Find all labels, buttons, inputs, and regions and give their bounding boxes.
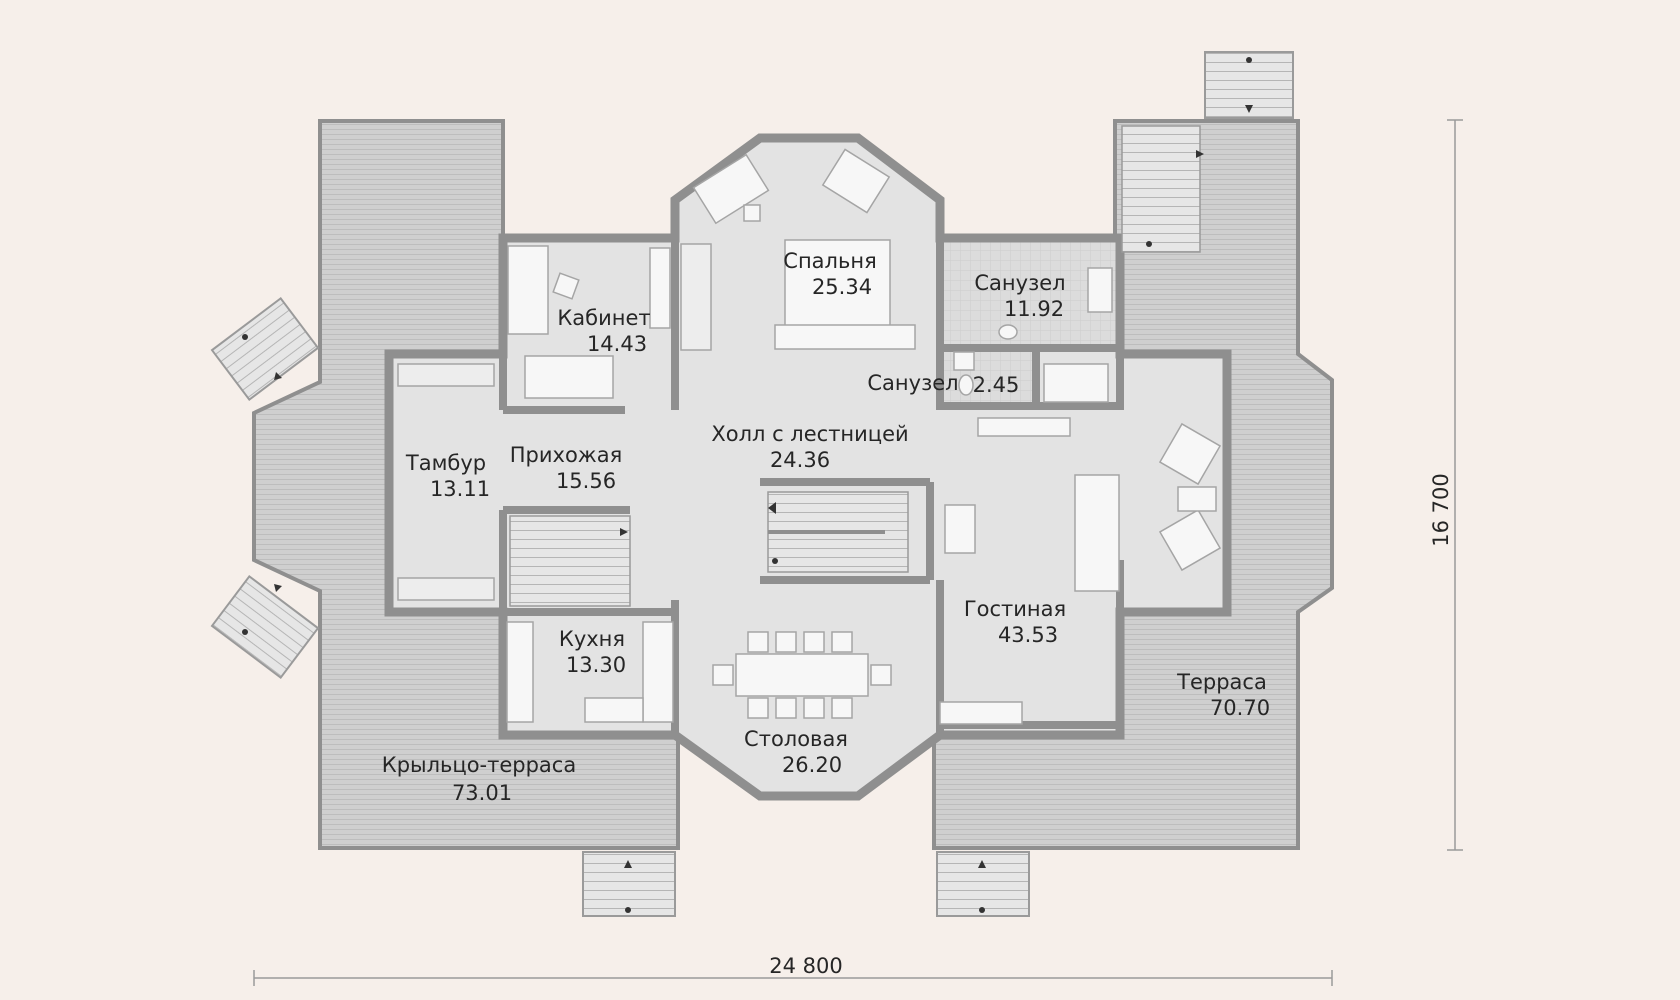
kitchen-name: Кухня (559, 627, 625, 651)
room-labels: Спальня 25.34 Кабинет 14.43 Санузел 11.9… (382, 249, 1453, 978)
bath-big-name: Санузел (974, 271, 1065, 295)
furniture (397, 148, 1222, 725)
entry-name: Прихожая (510, 443, 622, 467)
interior-walls (389, 238, 1124, 735)
bedroom-area: 25.34 (812, 275, 872, 299)
study-name: Кабинет (557, 306, 650, 330)
bath-small-area: 2.45 (973, 373, 1020, 397)
living-area: 43.53 (998, 623, 1058, 647)
dimension-lines (253, 119, 1463, 986)
study-area: 14.43 (587, 332, 647, 356)
steps-left-lower (210, 574, 320, 680)
dining-table (735, 653, 869, 697)
steps-bottom-left (582, 851, 676, 917)
dining-area: 26.20 (782, 753, 842, 777)
living-name: Гостиная (964, 597, 1066, 621)
height-dimension: 16 700 (1429, 473, 1453, 546)
terrace-name: Терраса (1176, 670, 1267, 694)
bath-small-name: Санузел (867, 371, 958, 395)
hall-area: 24.36 (770, 448, 830, 472)
vestibule-area: 13.11 (430, 477, 490, 501)
bedroom-name: Спальня (783, 249, 876, 273)
porch-area: 73.01 (452, 781, 512, 805)
porch-name: Крыльцо-терраса (382, 753, 576, 777)
dining-name: Столовая (744, 727, 848, 751)
kitchen-area: 13.30 (566, 653, 626, 677)
hall-name: Холл с лестницей (711, 422, 908, 446)
steps-bottom-right (936, 851, 1030, 917)
vestibule-name: Тамбур (405, 451, 486, 475)
entry-area: 15.56 (556, 469, 616, 493)
bath-big-area: 11.92 (1004, 297, 1064, 321)
steps-left-upper (210, 296, 320, 402)
width-dimension: 24 800 (769, 954, 842, 978)
stairs (509, 125, 1204, 607)
house-floor (384, 133, 1232, 801)
terrace-area-value: 70.70 (1210, 696, 1270, 720)
